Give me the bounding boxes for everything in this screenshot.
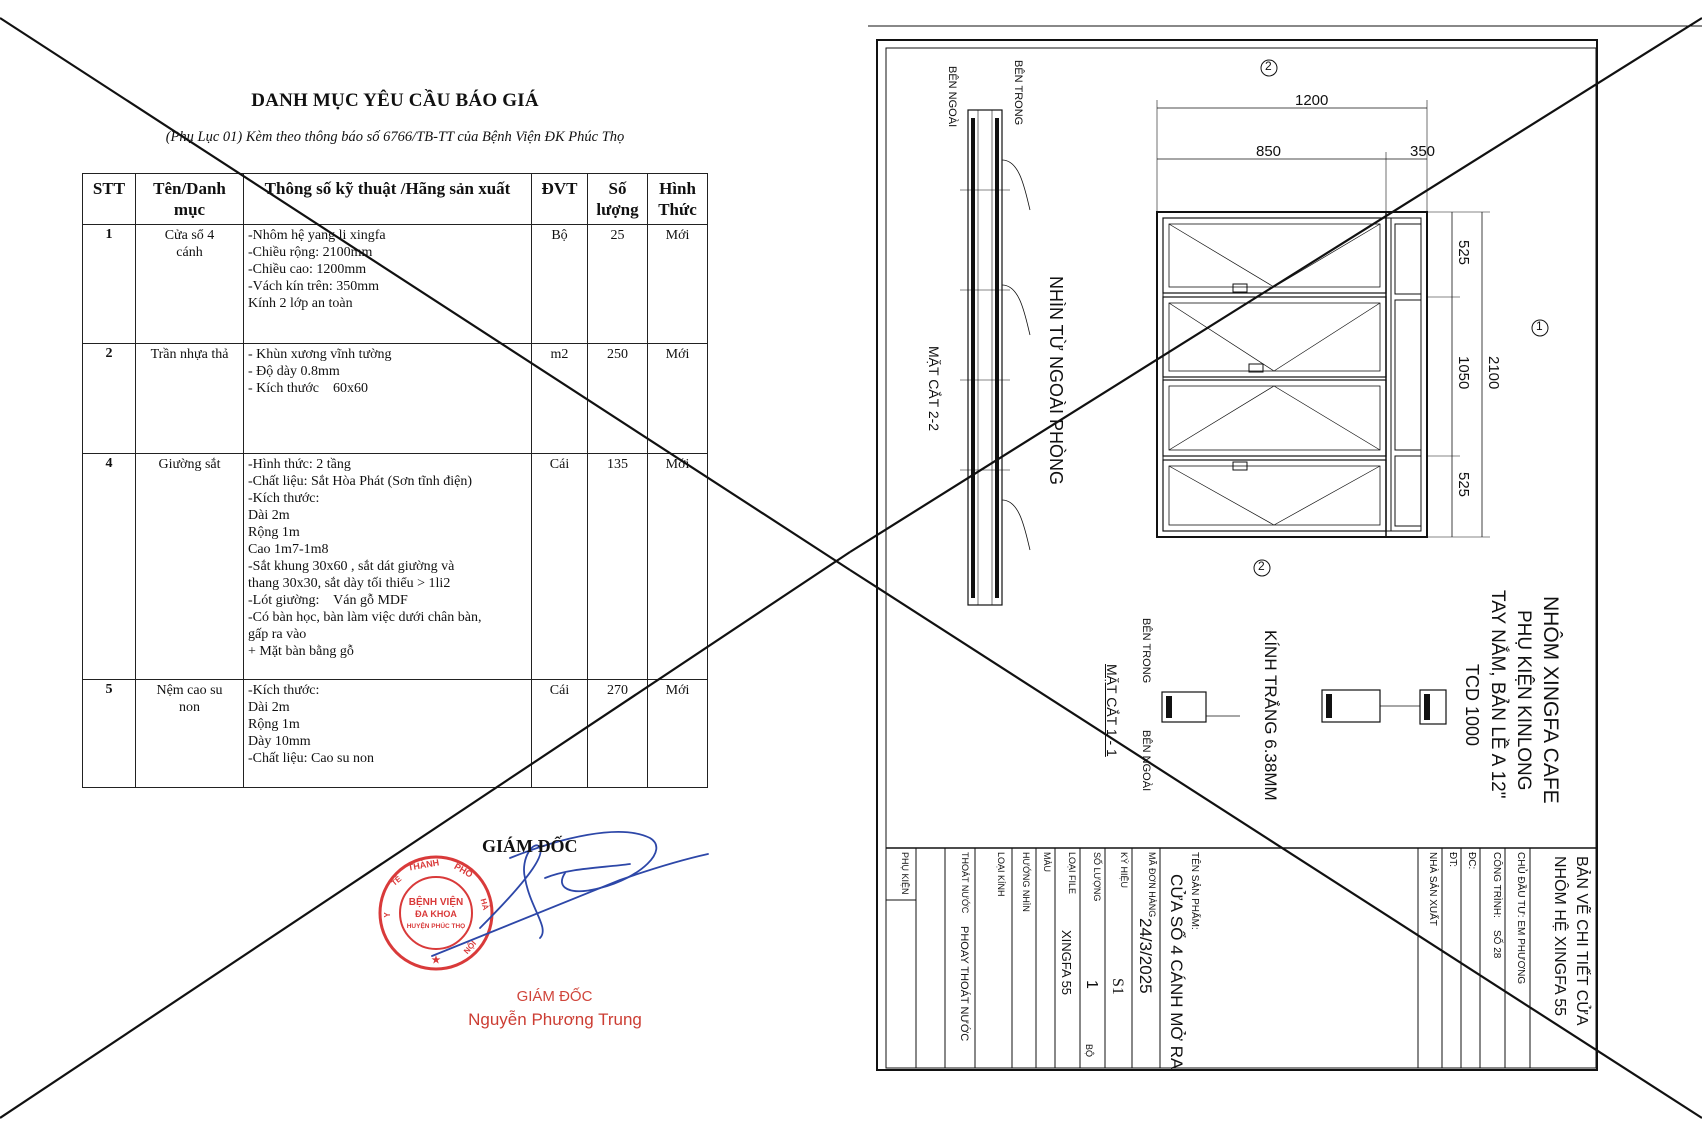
label-view-from-outside: NHÌN TỪ NGOÀI PHÒNG [1046,276,1066,486]
dim-mid-height: 1050 [1455,356,1472,390]
spec-line-3: TAY NẮM, BẢN LỀ A 12" [1487,590,1508,799]
tb-drain-label: THOÁT NƯỚC [960,852,970,914]
tb-symbol-label: KÝ HIỆU [1119,852,1129,889]
tb-project-label: CÔNG TRÌNH: [1491,852,1502,918]
tb-phone-label: ĐT: [1447,852,1458,867]
tb-color-label: MÀU [1042,852,1052,872]
tb-product-name-label: TÊN SẢN PHẨM: [1189,852,1200,930]
tb-quantity: 1 [1083,980,1100,989]
tb-quantity-unit: BỘ [1084,1044,1094,1058]
label-inside-top: BÊN TRONG [1012,60,1024,126]
spec-line-2: PHỤ KIỆN KINLONG [1513,610,1534,791]
dim-total-width: 1200 [1295,92,1329,109]
tb-order-code: 24/3/2025 [1136,918,1155,994]
label-outside-bottom: BÊN NGOÀI [1140,730,1152,792]
tb-drain-value: PHOAY THOÁT NƯỚC [958,926,970,1042]
section-marker: 1 [1536,319,1543,333]
dim-top-height: 525 [1455,240,1472,266]
tb-product-name: CỬA SỔ 4 CÁNH MỞ RA [1167,874,1186,1070]
tb-symbol: S1 [1109,978,1126,995]
section-marker: 2 [1258,559,1265,573]
tb-glass-label: LOẠI KÍNH [996,852,1006,897]
tb-view-label: HƯỚNG NHÌN [1021,852,1031,912]
spec-line-4: TCD 1000 [1462,664,1482,747]
dim-total-height: 2100 [1485,356,1502,390]
dim-left-width: 850 [1256,143,1282,160]
tb-drawing-title-2: NHÔM HỆ XINGFA 55 [1551,856,1568,1017]
tb-accessory-label: PHỤ KIỆN [900,852,910,895]
tb-order-code-label: MÃ ĐƠN HÀNG [1147,852,1157,918]
tb-file-value: XINGFA 55 [1059,930,1074,996]
dim-right-width: 350 [1410,143,1436,160]
tb-file-label: LOẠI FILE [1067,852,1077,895]
tb-owner: CHỦ ĐẦU TƯ: EM PHƯƠNG [1515,852,1526,985]
dim-bottom-height: 525 [1455,472,1472,498]
tb-address-label: ĐC: [1466,852,1477,870]
tb-quantity-label: SỐ LƯỢNG [1092,852,1102,902]
spec-line-1: NHÔM XINGFA CAFE [1539,596,1562,804]
label-outside-top: BÊN NGOÀI [946,66,958,128]
label-section-2: MẶT CẮT 2-2 [926,346,942,432]
label-section-1: MẶT CẮT 1 - 1 [1104,664,1120,757]
tb-drawing-title-1: BẢN VẼ CHI TIẾT CỬA [1573,856,1590,1026]
label-glass: KÍNH TRẮNG 6.38MM [1261,630,1280,801]
tb-project-value: SỐ 28 [1491,930,1502,959]
label-inside-bottom: BÊN TRONG [1140,618,1152,684]
tb-manufacturer-label: NHÀ SẢN XUẤT [1427,852,1438,926]
section-marker: 2 [1265,59,1272,73]
